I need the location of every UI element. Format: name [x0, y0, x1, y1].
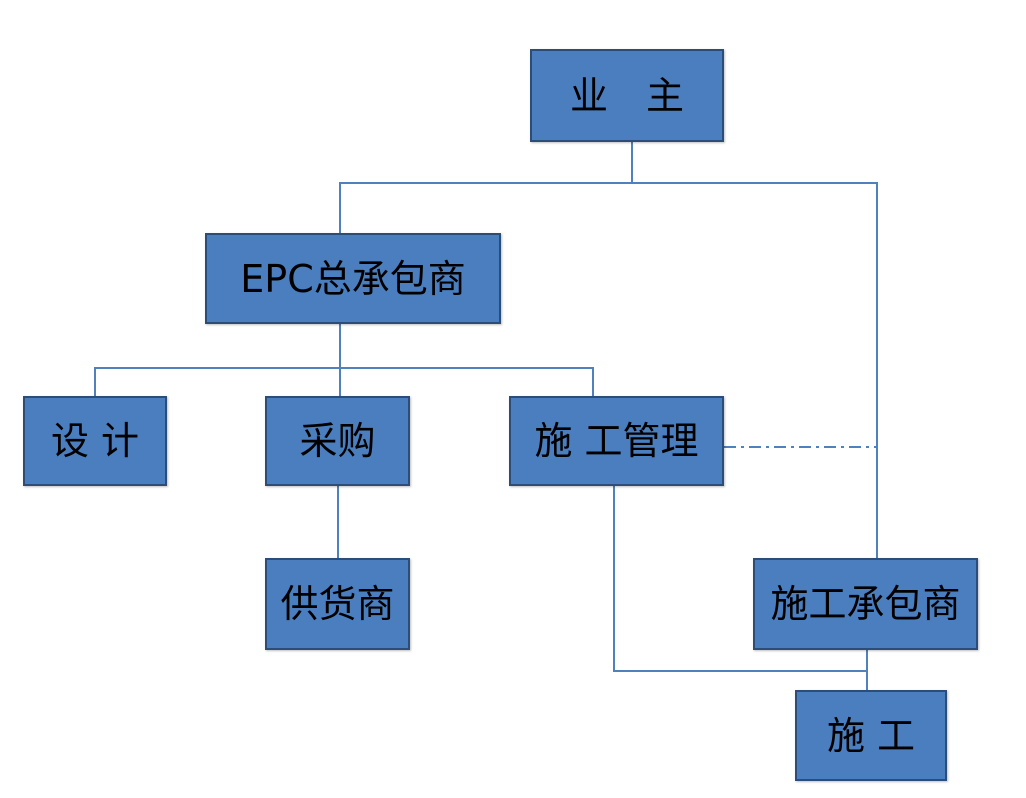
node-owner: 业 主 — [530, 49, 724, 142]
node-procurement: 采购 — [265, 396, 410, 486]
node-construction-management-label: 施 工管理 — [534, 419, 699, 463]
node-owner-label: 业 主 — [569, 73, 684, 118]
edge-owner-epc — [339, 142, 633, 233]
node-design-label: 设 计 — [50, 419, 140, 463]
node-epc-contractor: EPC总承包商 — [205, 233, 501, 324]
node-supplier: 供货商 — [265, 558, 410, 650]
node-construction-management: 施 工管理 — [509, 396, 724, 486]
node-supplier-label: 供货商 — [280, 582, 395, 626]
node-design: 设 计 — [23, 396, 167, 486]
node-procurement-label: 采购 — [299, 419, 376, 463]
node-construction-subcontractor-label: 施工承包商 — [770, 582, 961, 626]
edge-owner-subcontractor — [632, 182, 878, 558]
edge-management-construction — [613, 486, 867, 672]
node-construction-label: 施 工 — [826, 713, 916, 758]
node-construction-subcontractor: 施工承包商 — [753, 558, 978, 650]
edge-epc-construction-management — [340, 367, 594, 396]
node-construction: 施 工 — [795, 690, 947, 781]
edge-epc-design — [94, 367, 340, 396]
node-epc-contractor-label: EPC总承包商 — [240, 256, 466, 301]
